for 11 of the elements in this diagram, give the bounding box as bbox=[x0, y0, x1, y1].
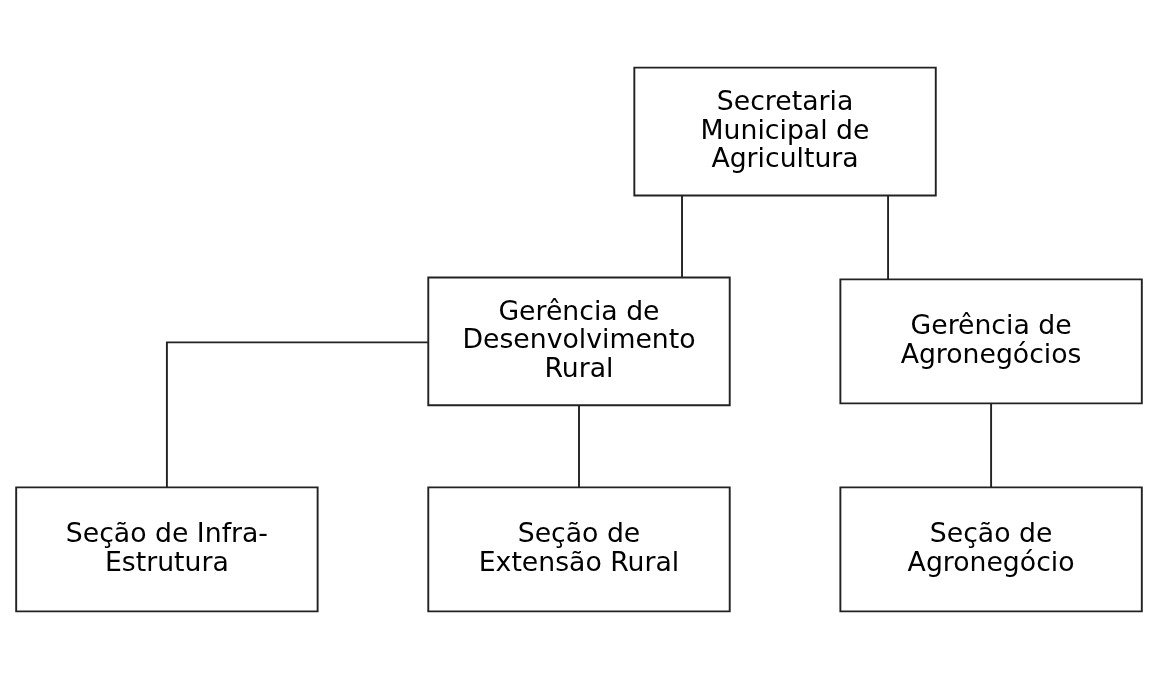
node-box: Secretaria Municipal de Agricultura bbox=[633, 66, 937, 197]
connector bbox=[165, 341, 429, 489]
connector bbox=[681, 194, 683, 278]
connector bbox=[887, 194, 890, 281]
node-box: Seção de Extensão Rural bbox=[427, 486, 731, 613]
connector bbox=[578, 404, 580, 489]
node-box: Gerência de Desenvolvimento Rural bbox=[427, 276, 731, 407]
connector bbox=[990, 402, 993, 488]
node-box: Seção de Agronegócio bbox=[839, 486, 1143, 613]
node-box: Gerência de Agronegócios bbox=[839, 278, 1143, 405]
node-box: Seção de Infra-Estrutura bbox=[15, 486, 319, 613]
